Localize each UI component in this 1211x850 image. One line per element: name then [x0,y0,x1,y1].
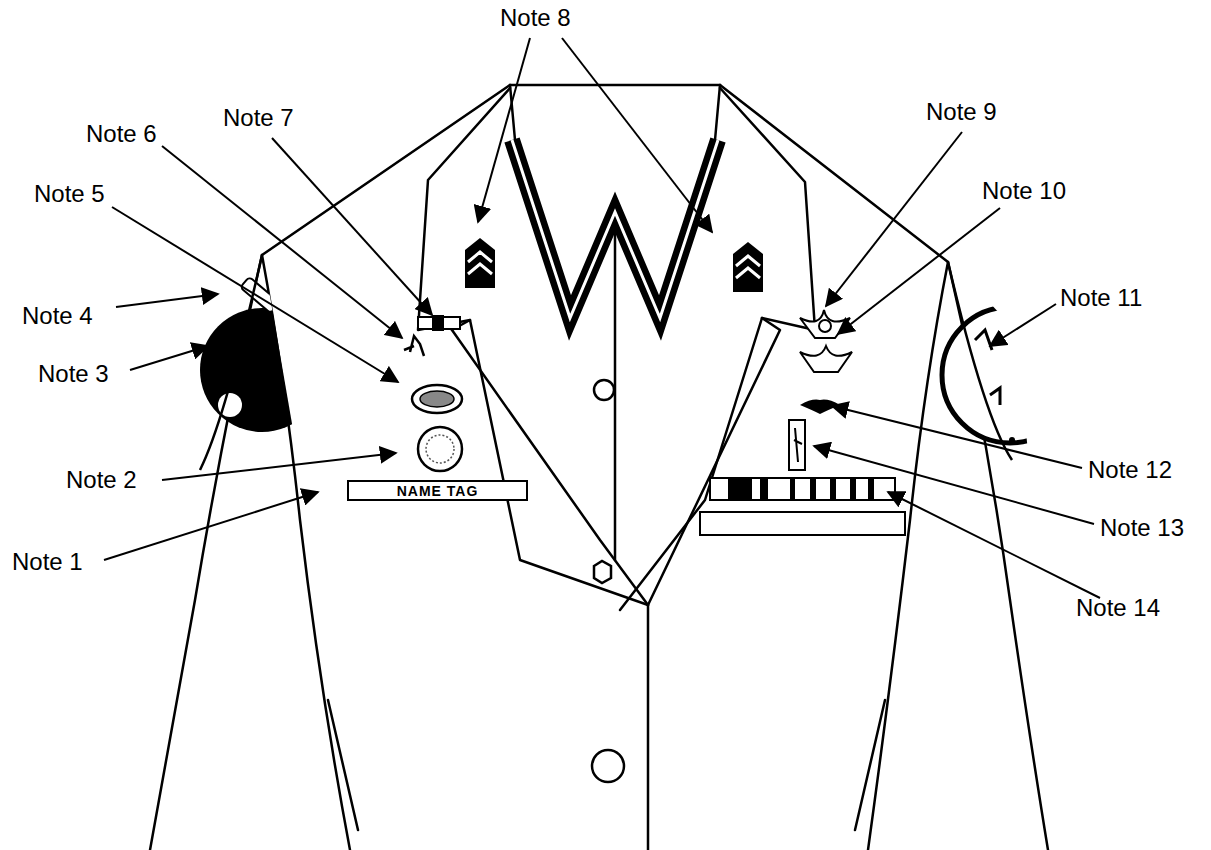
callout-label: Note 1 [12,548,83,576]
callout-label: Note 4 [22,302,93,330]
callout-label: Note 5 [34,180,105,208]
callout-label: Note 11 [1060,284,1142,312]
callout-label: Note 13 [1100,514,1184,542]
callout-label: Note 12 [1088,456,1172,484]
callout-label: Note 2 [66,466,137,494]
callout-label: Note 6 [86,120,157,148]
callout-label: Note 7 [223,104,294,132]
callout-label: Note 14 [1076,594,1160,622]
callout-label: Note 10 [982,177,1066,205]
name-tag: NAME TAG [347,480,528,501]
callout-label: Note 8 [500,4,571,32]
name-tag-text: NAME TAG [397,483,479,499]
callout-label: Note 3 [38,360,109,388]
callout-label: Note 9 [926,98,997,126]
